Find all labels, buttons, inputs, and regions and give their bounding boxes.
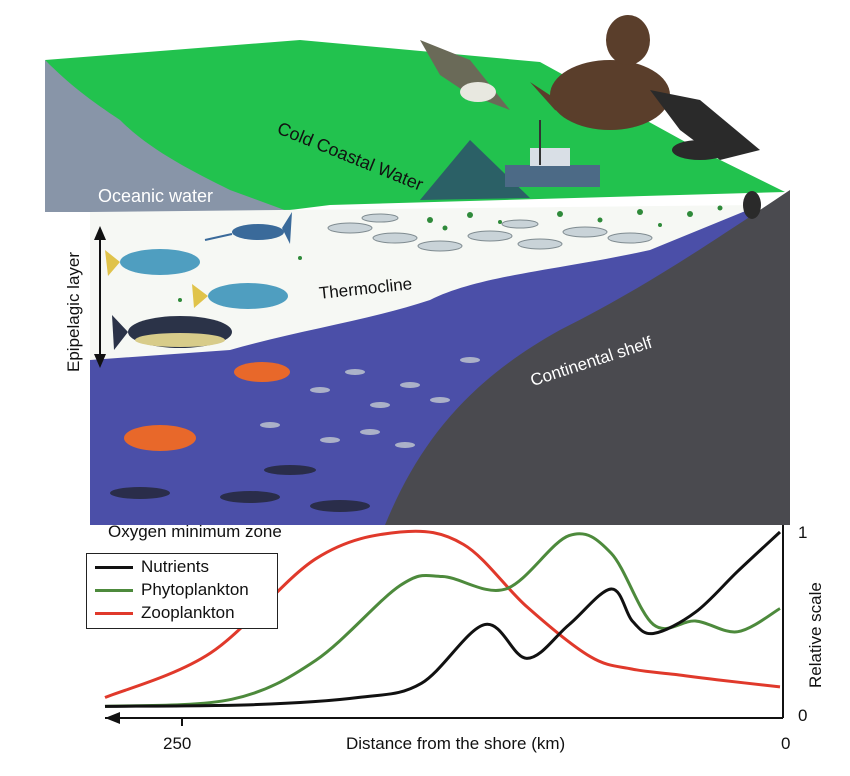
fishing-boat: [420, 120, 600, 200]
x-tick-label-250: 250: [163, 734, 192, 753]
legend-swatch-nutrients: [95, 565, 133, 569]
tuna: [112, 315, 232, 350]
anchovy-school: [327, 213, 653, 252]
legend-swatch-zooplankton: [95, 611, 133, 615]
booby-bird: [420, 40, 510, 110]
series-line-phytoplankton: [104, 532, 781, 708]
epipelagic-arrow: [94, 226, 106, 368]
x-axis-arrow: [105, 712, 120, 724]
legend-label-phytoplankton: Phytoplankton: [141, 580, 249, 599]
y-tick-label-0: 0: [798, 706, 808, 725]
lanternfish: [110, 465, 370, 512]
x-axis-title: Distance from the shore (km): [346, 734, 566, 753]
series-line-nutrients: [104, 530, 782, 708]
y-tick-label-1: 1: [798, 523, 808, 542]
continental-shelf: [385, 190, 790, 525]
sea-lion: [530, 15, 670, 130]
legend-item-nutrients: Nutrients: [95, 556, 209, 578]
epipelagic-column: [90, 205, 760, 360]
dolphinfish: [105, 249, 288, 309]
legend-label-zooplankton: Zooplankton: [141, 603, 235, 622]
plankton-dots: [178, 205, 723, 302]
chart-legend: Nutrients Phytoplankton Zooplankton: [86, 553, 278, 629]
label-oceanic-water: Oceanic water: [98, 186, 214, 206]
mesopelagic-fish: [260, 357, 480, 448]
legend-item-zooplankton: Zooplankton: [95, 602, 235, 624]
penguin: [743, 191, 761, 219]
swordfish: [204, 212, 292, 244]
squid: [124, 362, 290, 451]
deep-water-body: [90, 205, 760, 525]
legend-label-nutrients: Nutrients: [141, 557, 210, 576]
label-epipelagic-layer: Epipelagic layer: [64, 251, 83, 372]
y-axis-title: Relative scale: [806, 582, 825, 688]
cormorant-bird: [650, 90, 760, 160]
legend-item-phytoplankton: Phytoplankton: [95, 579, 249, 601]
legend-swatch-phytoplankton: [95, 588, 133, 592]
x-tick-label-0: 0: [781, 734, 791, 753]
oceanic-water-region: [45, 60, 290, 212]
label-oxygen-minimum-zone: Oxygen minimum zone: [108, 522, 282, 541]
